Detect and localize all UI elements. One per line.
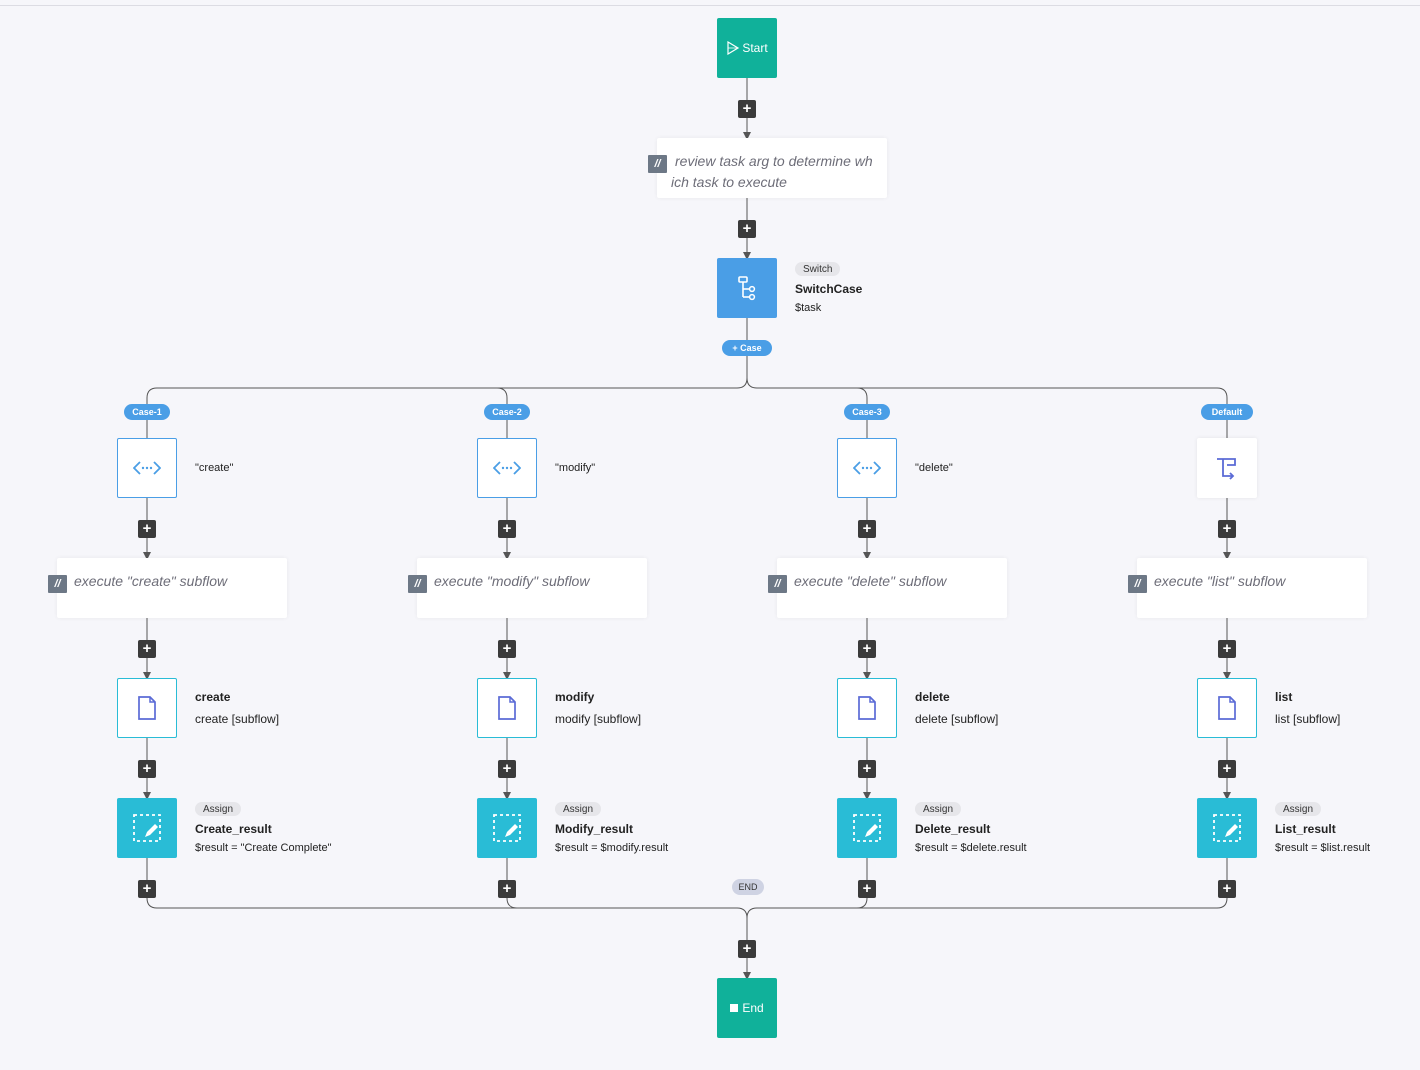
document-icon — [498, 696, 516, 720]
subflow-node[interactable] — [837, 678, 897, 738]
case-pill[interactable]: Case-2 — [484, 404, 530, 420]
canvas-top-divider — [0, 5, 1420, 6]
add-step-button[interactable]: + — [1218, 640, 1236, 658]
subflow-name: create — [195, 690, 231, 704]
case-pill[interactable]: Case-1 — [124, 404, 170, 420]
comment-text: execute "create" subflow — [74, 573, 228, 589]
end-label: End — [742, 1001, 764, 1015]
comment-icon: // — [648, 155, 667, 173]
assign-edit-icon — [1213, 814, 1241, 842]
start-label: Start — [742, 41, 768, 55]
assign-expression: $result = $modify.result — [555, 842, 669, 854]
assign-node[interactable] — [477, 798, 537, 858]
add-step-button[interactable]: + — [498, 760, 516, 778]
comment-node[interactable] — [417, 558, 647, 618]
comment-icon: // — [408, 575, 427, 593]
start-node[interactable]: Start — [717, 18, 777, 78]
play-icon — [727, 41, 740, 55]
document-icon — [138, 696, 156, 720]
assign-name: Create_result — [195, 822, 272, 836]
subflow-node[interactable] — [477, 678, 537, 738]
subflow-description: create [subflow] — [195, 712, 280, 726]
case-condition-value: "create" — [195, 462, 234, 474]
assign-type-badge: Assign — [195, 802, 242, 816]
add-step-button[interactable]: + — [858, 880, 876, 898]
assign-edit-icon — [493, 814, 521, 842]
comment-node[interactable] — [777, 558, 1007, 618]
code-icon — [853, 461, 881, 475]
add-step-button[interactable]: + — [858, 760, 876, 778]
switch-type-badge: Switch — [795, 262, 841, 276]
comment-icon: // — [48, 575, 67, 593]
document-icon — [1218, 696, 1236, 720]
subflow-node[interactable] — [117, 678, 177, 738]
add-step-button[interactable]: + — [858, 520, 876, 538]
add-step-button[interactable]: + — [138, 520, 156, 538]
comment-node[interactable] — [657, 138, 887, 198]
code-icon — [133, 461, 161, 475]
assign-type-badge: Assign — [555, 802, 602, 816]
comment-icon: // — [1128, 575, 1147, 593]
add-step-button[interactable]: + — [1218, 880, 1236, 898]
default-route-icon — [1217, 458, 1236, 480]
subflow-name: modify — [555, 690, 595, 704]
assign-name: Delete_result — [915, 822, 991, 836]
add-step-button[interactable]: + — [138, 880, 156, 898]
add-step-button[interactable]: + — [858, 640, 876, 658]
comment-node[interactable] — [1137, 558, 1367, 618]
subflow-name: list — [1275, 690, 1293, 704]
comment-text: review task arg to determine wh ich task… — [671, 153, 873, 190]
subflow-name: delete — [915, 690, 950, 704]
subflow-node[interactable] — [1197, 678, 1257, 738]
default-case-node[interactable] — [1197, 438, 1257, 498]
assign-node[interactable] — [1197, 798, 1257, 858]
add-step-button[interactable]: + — [498, 640, 516, 658]
switch-tree-icon — [738, 276, 756, 301]
comment-icon: // — [768, 575, 787, 593]
add-step-button[interactable]: + — [498, 520, 516, 538]
case-condition-value: "modify" — [555, 462, 596, 474]
add-step-button[interactable]: + — [738, 100, 756, 118]
case-condition-node[interactable] — [117, 438, 177, 498]
subflow-description: list [subflow] — [1275, 712, 1341, 726]
end-marker-pill: END — [732, 879, 764, 895]
document-icon — [858, 696, 876, 720]
assign-expression: $result = $delete.result — [915, 842, 1027, 854]
assign-node[interactable] — [117, 798, 177, 858]
stop-icon — [730, 1004, 739, 1012]
subflow-description: modify [subflow] — [555, 712, 642, 726]
comment-text: execute "delete" subflow — [794, 573, 947, 589]
add-step-button[interactable]: + — [1218, 760, 1236, 778]
assign-name: Modify_result — [555, 822, 634, 836]
add-step-button[interactable]: + — [1218, 520, 1236, 538]
add-step-button[interactable]: + — [738, 220, 756, 238]
assign-edit-icon — [853, 814, 881, 842]
comment-text: execute "modify" subflow — [434, 573, 590, 589]
assign-expression: $result = $list.result — [1275, 842, 1371, 854]
assign-name: List_result — [1275, 822, 1336, 836]
code-icon — [493, 461, 521, 475]
switch-node[interactable] — [717, 258, 777, 318]
comment-node[interactable] — [57, 558, 287, 618]
assign-edit-icon — [133, 814, 161, 842]
end-node[interactable]: End — [717, 978, 777, 1038]
comment-text: execute "list" subflow — [1154, 573, 1286, 589]
case-condition-value: "delete" — [915, 462, 953, 474]
case-pill[interactable]: Default — [1201, 404, 1253, 420]
add-step-button[interactable]: + — [138, 760, 156, 778]
case-condition-node[interactable] — [837, 438, 897, 498]
subflow-description: delete [subflow] — [915, 712, 999, 726]
assign-type-badge: Assign — [1275, 802, 1322, 816]
add-step-button[interactable]: + — [498, 880, 516, 898]
assign-node[interactable] — [837, 798, 897, 858]
switch-name: SwitchCase — [795, 282, 863, 296]
add-case-button[interactable]: + Case — [722, 340, 772, 356]
case-condition-node[interactable] — [477, 438, 537, 498]
assign-type-badge: Assign — [915, 802, 962, 816]
switch-expression: $task — [795, 302, 822, 314]
case-pill[interactable]: Case-3 — [844, 404, 890, 420]
add-step-button[interactable]: + — [138, 640, 156, 658]
assign-expression: $result = "Create Complete" — [195, 842, 332, 854]
add-step-button[interactable]: + — [738, 940, 756, 958]
